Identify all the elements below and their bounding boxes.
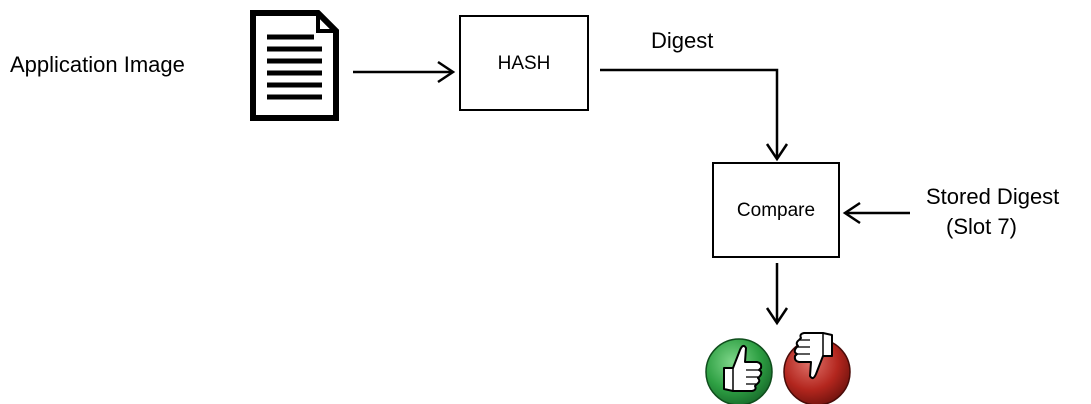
stored-digest-line1: Stored Digest — [926, 184, 1060, 209]
application-image-label: Application Image — [10, 52, 185, 77]
hash-box: HASH — [459, 15, 589, 111]
arrow-stored-to-compare — [842, 201, 910, 225]
arrow-to-result — [765, 263, 789, 326]
thumbs-up-icon — [705, 338, 773, 404]
document-icon — [250, 10, 339, 121]
digest-label: Digest — [651, 28, 714, 53]
arrow-to-hash — [353, 60, 456, 84]
stored-digest-label: Stored Digest (Slot 7) — [926, 182, 1059, 242]
compare-box-label: Compare — [736, 199, 816, 221]
arrow-digest-to-compare — [600, 68, 789, 162]
hash-box-label: HASH — [497, 52, 551, 74]
thumbs-down-icon — [783, 332, 851, 404]
stored-digest-line2: (Slot 7) — [946, 214, 1017, 239]
compare-box: Compare — [712, 162, 840, 258]
